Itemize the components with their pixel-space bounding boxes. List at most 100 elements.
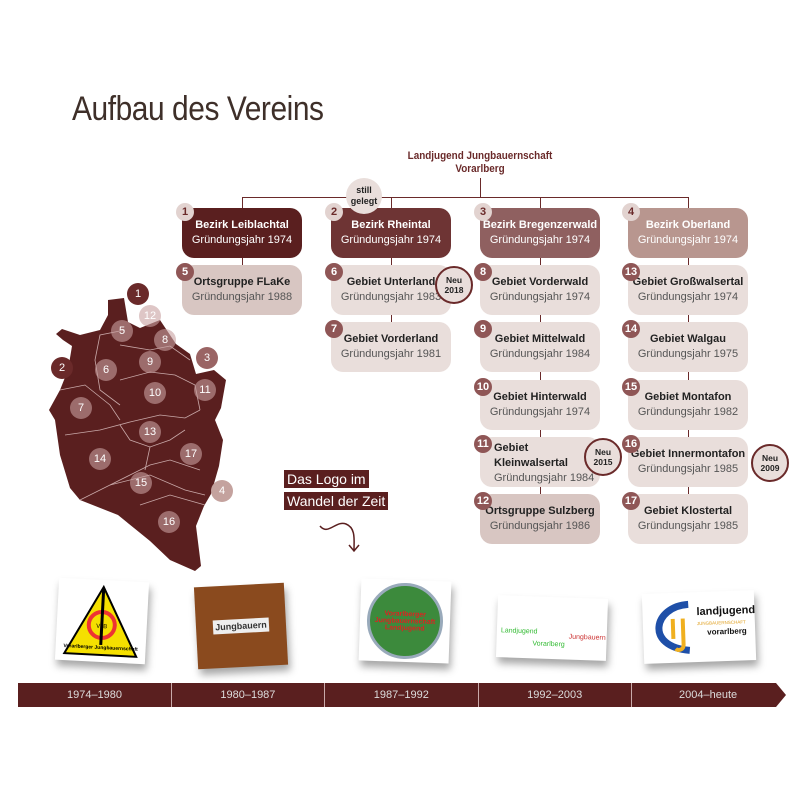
number-badge: 11 bbox=[474, 435, 492, 453]
district-name: Bezirk Rheintal bbox=[351, 219, 431, 231]
map-marker: 17 bbox=[180, 443, 202, 465]
map-marker: 2 bbox=[51, 357, 73, 379]
map-marker: 15 bbox=[130, 472, 152, 494]
group-year: Gründungsjahr 1974 bbox=[489, 406, 591, 418]
logo-1992: Landjugend Vorarlberg Jungbauern bbox=[495, 595, 609, 661]
group-year: Gründungsjahr 1985 bbox=[637, 520, 739, 532]
district-year: Gründungsjahr 1974 bbox=[489, 234, 591, 246]
group-name: Gebiet Mittelwald bbox=[494, 333, 586, 345]
district-year: Gründungsjahr 1974 bbox=[637, 234, 739, 246]
org-root: Landjugend Jungbauernschaft Vorarlberg bbox=[390, 150, 570, 176]
group-name: Gebiet Innermontafon bbox=[630, 448, 746, 460]
group-year: Gründungsjahr 1983 bbox=[340, 291, 442, 303]
neu-label: Neu bbox=[761, 453, 779, 463]
group-name: Gebiet Klostertal bbox=[643, 505, 733, 517]
number-badge: 10 bbox=[474, 378, 492, 396]
map-marker: 9 bbox=[139, 351, 161, 373]
group-year: Gründungsjahr 1984 bbox=[494, 472, 595, 484]
group-year: Gründungsjahr 1985 bbox=[637, 463, 739, 475]
map-marker: 8 bbox=[154, 329, 176, 351]
connector bbox=[242, 197, 688, 198]
map-marker: 14 bbox=[89, 448, 111, 470]
district-name: Bezirk Leiblachtal bbox=[195, 219, 289, 231]
connector bbox=[480, 178, 481, 198]
number-badge: 13 bbox=[622, 263, 640, 281]
number-badge: 8 bbox=[474, 263, 492, 281]
neu-label: Neu bbox=[594, 447, 612, 457]
map-marker: 12 bbox=[139, 305, 161, 327]
connector bbox=[391, 197, 392, 332]
logo-4-text3: Jungbauern bbox=[568, 633, 606, 642]
number-badge: 6 bbox=[325, 263, 343, 281]
map-marker: 5 bbox=[111, 320, 133, 342]
number-badge: 1 bbox=[176, 203, 194, 221]
timeline-segment: 1987–1992 bbox=[325, 683, 479, 707]
group-name: Gebiet Großwalsertal bbox=[632, 276, 744, 288]
still-gelegt-badge: still gelegt bbox=[346, 178, 382, 214]
timeline-segment: 1980–1987 bbox=[171, 683, 326, 707]
map-shape bbox=[49, 298, 226, 571]
logo-5-text1: landjugend bbox=[696, 604, 756, 619]
curly-arrow-icon bbox=[319, 522, 360, 553]
map-marker: 10 bbox=[144, 382, 166, 404]
still-line1: still bbox=[356, 185, 372, 195]
neu-year: 2018 bbox=[444, 285, 464, 295]
group-year: Gründungsjahr 1974 bbox=[637, 291, 739, 303]
number-badge: 4 bbox=[622, 203, 640, 221]
group-name: Gebiet Montafon bbox=[644, 391, 732, 403]
map-marker: 3 bbox=[196, 347, 218, 369]
logo-heading-line1: Das Logo im bbox=[284, 470, 369, 488]
number-badge: 7 bbox=[325, 320, 343, 338]
map-marker: 13 bbox=[139, 421, 161, 443]
group-name: Gebiet Unterland bbox=[346, 276, 436, 288]
root-line2: Vorarlberg bbox=[455, 163, 505, 175]
logo-4-text2: Vorarlberg bbox=[532, 640, 565, 649]
timeline-bar bbox=[18, 683, 786, 707]
neu-year: 2015 bbox=[593, 457, 613, 467]
logo-1987: Vorarlberger Jungbauernschaft Landjugend bbox=[358, 578, 452, 664]
logo-2004: landjugend JUNGBAUERNSCHAFT vorarlberg bbox=[641, 590, 757, 664]
group-name: Gebiet Kleinwalsertal bbox=[494, 442, 568, 469]
number-badge: 16 bbox=[622, 435, 640, 453]
timeline-segment: 1992–2003 bbox=[478, 683, 633, 707]
logo-4-text1: Landjugend bbox=[500, 627, 538, 636]
logo-1-text1: VJB bbox=[96, 624, 107, 631]
neu-year: 2009 bbox=[760, 463, 780, 473]
number-badge: 17 bbox=[622, 492, 640, 510]
number-badge: 5 bbox=[176, 263, 194, 281]
group-name: Ortsgruppe Sulzberg bbox=[485, 505, 595, 517]
map-marker: 1 bbox=[127, 283, 149, 305]
logo-1980: Jungbauern bbox=[193, 582, 289, 670]
group-year: Gründungsjahr 1975 bbox=[637, 348, 739, 360]
group-year: Gründungsjahr 1988 bbox=[191, 291, 293, 303]
number-badge: 12 bbox=[474, 492, 492, 510]
timeline-segment: 2004–heute bbox=[679, 689, 738, 701]
group-name: Gebiet Vorderland bbox=[343, 333, 439, 345]
page-title: Aufbau des Vereins bbox=[72, 90, 324, 128]
group-year: Gründungsjahr 1982 bbox=[637, 406, 739, 418]
logo-5-text3: vorarlberg bbox=[707, 626, 747, 637]
map-marker: 6 bbox=[95, 359, 117, 381]
group-name: Gebiet Walgau bbox=[650, 333, 726, 345]
logo-heading-line2: Wandel der Zeit bbox=[284, 492, 389, 510]
